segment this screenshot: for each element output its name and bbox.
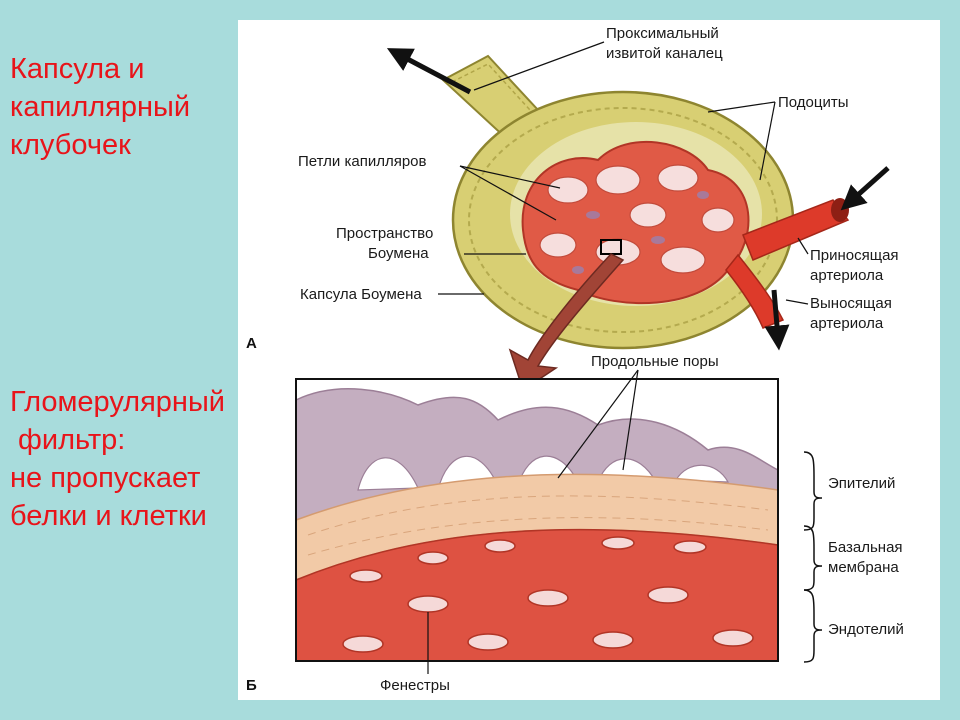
label-epithelium: Эпителий xyxy=(828,475,895,492)
label-basal-2: мембрана xyxy=(828,559,899,576)
kidney-diagram: Проксимальный извитой каналец Подоциты П… xyxy=(238,20,940,700)
label-endothelium: Эндотелий xyxy=(828,621,904,638)
heading-filter: Гломерулярный фильтр: не пропускает белк… xyxy=(10,386,225,532)
label-efferent-2: артериола xyxy=(810,315,884,332)
glomerulus-illustration xyxy=(441,54,850,350)
filtration-barrier-illustration xyxy=(295,378,779,662)
label-pores: Продольные поры xyxy=(591,353,719,370)
label-capillary-loops: Петли капилляров xyxy=(298,153,427,170)
label-fenestrae: Фенестры xyxy=(380,677,450,694)
label-proximal-1: Проксимальный xyxy=(606,25,719,42)
label-efferent-1: Выносящая xyxy=(810,295,892,312)
heading-capsule: Капсула и капиллярный клубочек xyxy=(10,53,191,161)
label-basal-1: Базальная xyxy=(828,539,903,556)
label-proximal-2: извитой каналец xyxy=(606,45,723,62)
label-bowman-space-2: Боумена xyxy=(368,245,429,262)
label-bowman-capsule: Капсула Боумена xyxy=(300,286,422,303)
label-podocytes: Подоциты xyxy=(778,94,849,111)
panel-a-label: А xyxy=(246,335,257,352)
label-afferent-1: Приносящая xyxy=(810,247,899,264)
label-afferent-2: артериола xyxy=(810,267,884,284)
label-bowman-space-1: Пространство xyxy=(336,225,433,242)
panel-b-label: Б xyxy=(246,677,257,694)
